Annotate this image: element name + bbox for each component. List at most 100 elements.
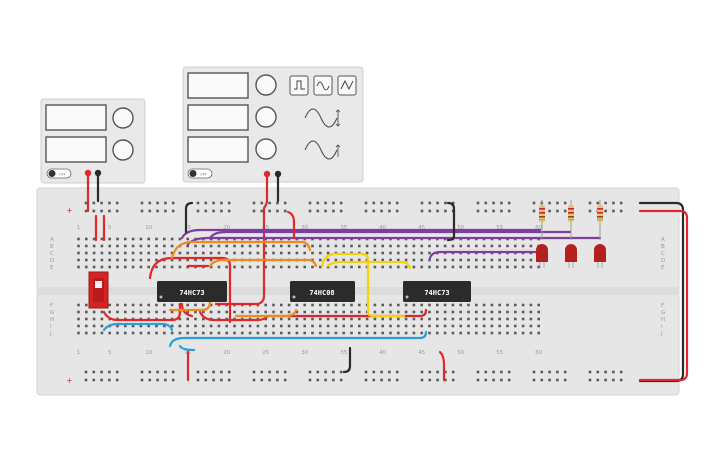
breadboard-hole[interactable] [498,265,501,269]
breadboard-hole[interactable] [316,370,320,374]
breadboard-hole[interactable] [540,378,544,382]
breadboard-hole[interactable] [124,237,127,241]
breadboard-hole[interactable] [100,378,103,382]
breadboard-hole[interactable] [529,303,533,307]
breadboard-hole[interactable] [490,244,494,248]
breadboard-hole[interactable] [381,244,384,248]
breadboard-hole[interactable] [342,303,345,307]
breadboard-hole[interactable] [85,237,88,241]
breadboard-hole[interactable] [116,258,119,262]
breadboard-hole[interactable] [131,265,135,269]
breadboard-hole[interactable] [490,331,494,335]
breadboard-hole[interactable] [85,331,88,335]
breadboard-hole[interactable] [319,265,322,269]
breadboard-hole[interactable] [164,201,167,205]
breadboard-hole[interactable] [459,265,462,269]
breadboard-hole[interactable] [264,244,267,248]
breadboard-hole[interactable] [342,324,345,328]
breadboard-hole[interactable] [404,258,408,262]
breadboard-hole[interactable] [619,201,623,205]
breadboard-hole[interactable] [612,378,615,382]
breadboard-hole[interactable] [311,324,314,328]
breadboard-hole[interactable] [92,265,96,269]
breadboard-hole[interactable] [373,251,377,255]
breadboard-hole[interactable] [482,324,486,328]
breadboard-hole[interactable] [280,303,283,307]
breadboard-hole[interactable] [476,201,480,205]
breadboard-hole[interactable] [324,201,327,205]
breadboard-hole[interactable] [264,251,267,255]
breadboard-hole[interactable] [311,265,314,269]
breadboard-hole[interactable] [404,310,408,314]
breadboard-hole[interactable] [287,324,291,328]
frequency-knob[interactable] [255,74,277,96]
breadboard-hole[interactable] [451,265,455,269]
breadboard-hole[interactable] [196,370,200,374]
breadboard-hole[interactable] [100,331,104,335]
breadboard-hole[interactable] [186,244,189,248]
breadboard-hole[interactable] [476,370,480,374]
breadboard-hole[interactable] [381,324,384,328]
breadboard-hole[interactable] [268,370,271,374]
breadboard-hole[interactable] [365,251,369,255]
breadboard-hole[interactable] [364,209,368,213]
breadboard-hole[interactable] [397,258,400,262]
led-array[interactable] [536,200,606,268]
breadboard-hole[interactable] [268,209,271,213]
breadboard-hole[interactable] [77,265,80,269]
wires[interactable] [86,171,689,383]
breadboard-hole[interactable] [256,251,260,255]
square-wave-icon[interactable] [289,75,309,96]
breadboard-hole[interactable] [260,370,264,374]
breadboard-hole[interactable] [339,201,343,205]
breadboard-hole[interactable] [77,251,80,255]
breadboard-hole[interactable] [202,244,205,248]
breadboard-hole[interactable] [194,244,197,248]
breadboard-hole[interactable] [334,324,338,328]
breadboard-hole[interactable] [202,251,205,255]
breadboard-hole[interactable] [500,201,503,205]
breadboard-hole[interactable] [373,265,377,269]
breadboard-hole[interactable] [186,310,189,314]
breadboard-hole[interactable] [212,378,215,382]
breadboard-hole[interactable] [287,303,291,307]
breadboard-hole[interactable] [397,317,400,321]
breadboard-hole[interactable] [156,201,159,205]
breadboard-hole[interactable] [372,209,376,213]
breadboard-hole[interactable] [316,201,320,205]
breadboard-hole[interactable] [381,258,384,262]
breadboard-hole[interactable] [194,317,197,321]
breadboard-hole[interactable] [204,201,208,205]
breadboard-hole[interactable] [287,251,291,255]
breadboard-hole[interactable] [395,378,399,382]
breadboard-hole[interactable] [380,370,383,374]
breadboard-hole[interactable] [311,303,314,307]
breadboard-hole[interactable] [233,251,236,255]
breadboard-hole[interactable] [404,265,408,269]
breadboard-hole[interactable] [116,251,119,255]
breadboard-hole[interactable] [85,303,88,307]
breadboard-hole[interactable] [147,331,150,335]
breadboard-hole[interactable] [248,244,252,248]
breadboard[interactable]: + + 115510101515202025253030353540404545… [36,187,680,396]
breadboard-hole[interactable] [163,310,166,314]
breadboard-hole[interactable] [220,201,223,205]
breadboard-hole[interactable] [436,303,439,307]
breadboard-hole[interactable] [77,303,80,307]
breadboard-hole[interactable] [272,310,275,314]
breadboard-hole[interactable] [436,201,439,205]
breadboard-hole[interactable] [350,265,353,269]
breadboard-hole[interactable] [116,324,119,328]
breadboard-hole[interactable] [131,310,135,314]
breadboard-hole[interactable] [521,258,525,262]
breadboard-hole[interactable] [389,324,392,328]
breadboard-hole[interactable] [196,378,200,382]
breadboard-hole[interactable] [124,310,127,314]
breadboard-hole[interactable] [147,310,150,314]
breadboard-hole[interactable] [241,331,244,335]
breadboard-hole[interactable] [532,378,536,382]
breadboard-hole[interactable] [537,265,540,269]
breadboard-hole[interactable] [108,331,111,335]
breadboard-hole[interactable] [303,303,306,307]
breadboard-hole[interactable] [319,310,322,314]
